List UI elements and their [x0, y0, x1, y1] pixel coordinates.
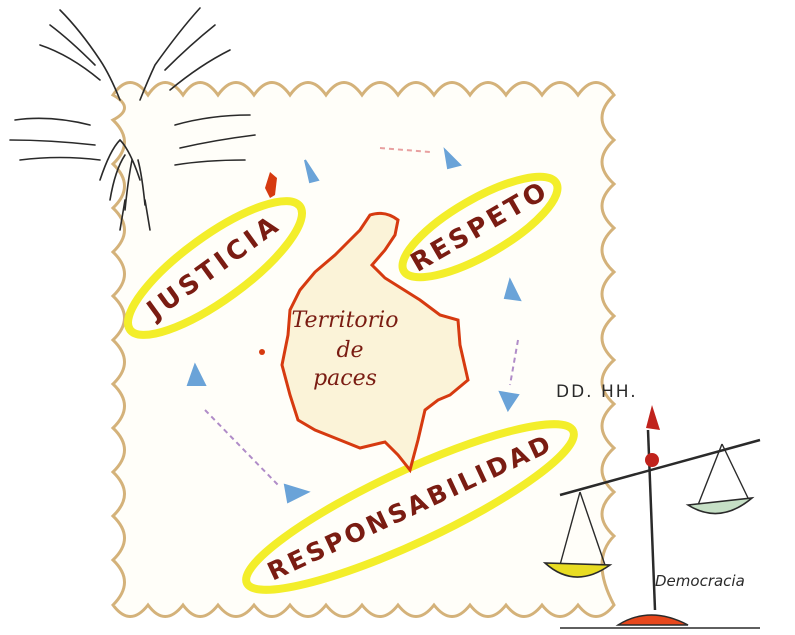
label-democracia: Democracia — [655, 572, 745, 590]
hands-circle-icon — [9, 7, 256, 231]
map-label-line3: paces — [313, 366, 377, 391]
map-label-line1: Territorio — [292, 308, 399, 333]
arrow-icon — [443, 147, 462, 170]
map-label-line2: de — [336, 338, 363, 363]
highlights — [123, 172, 578, 594]
label-ddhh: DD. HH. — [556, 382, 638, 402]
arrow-icon — [304, 159, 320, 184]
arrows — [186, 147, 522, 504]
arrow-icon — [498, 390, 520, 413]
arrow-icon — [503, 277, 522, 302]
colombia-map — [259, 172, 470, 474]
balance-scale-icon — [542, 405, 761, 629]
arrow-icon — [283, 483, 311, 504]
arrow-icon — [186, 362, 207, 386]
